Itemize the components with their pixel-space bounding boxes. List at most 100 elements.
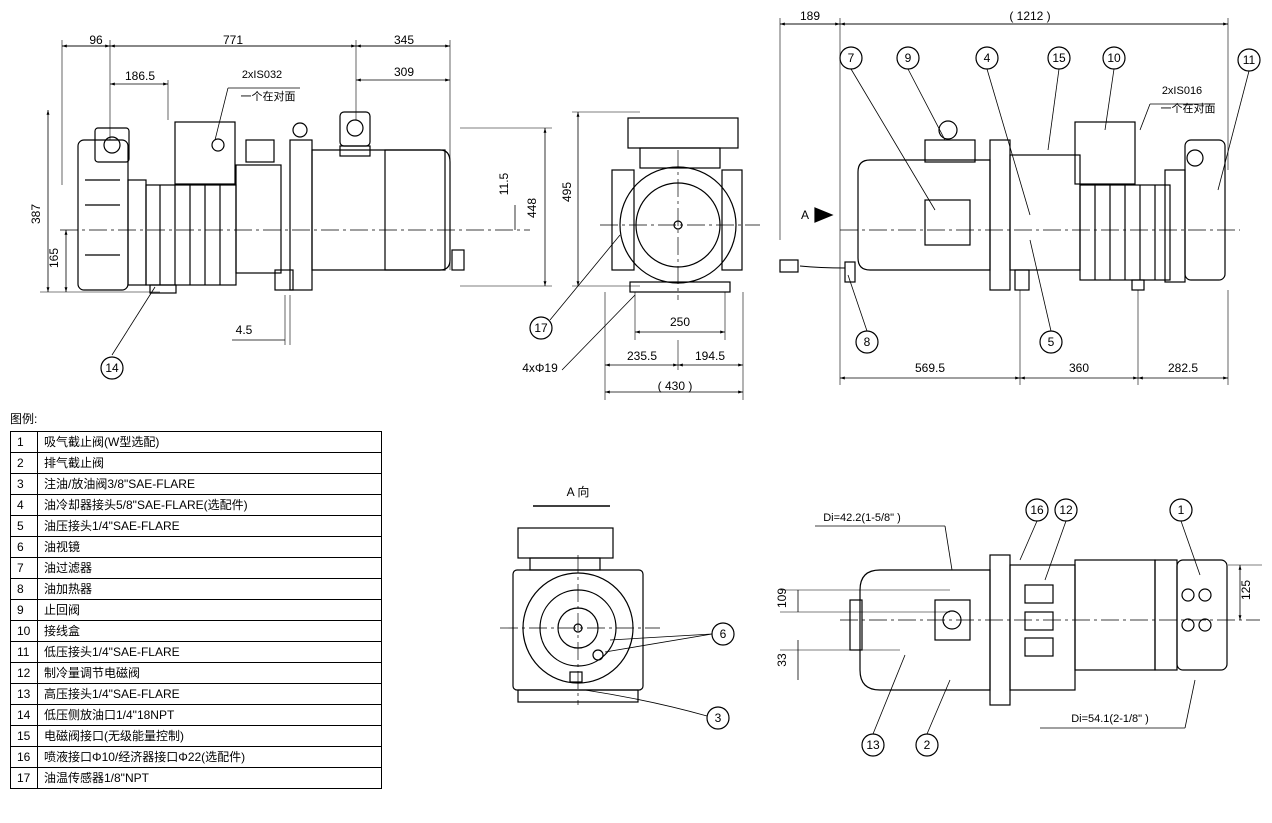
legend-text: 止回阀 [37,599,382,621]
legend-text: 低压接头1/4"SAE-FLARE [37,641,382,663]
legend-text: 制冷量调节电磁阀 [37,662,382,684]
dim-186-5: 186.5 [125,69,155,83]
dim-189: 189 [800,9,820,23]
dim-109: 109 [775,588,789,608]
callout-7: 7 [848,51,855,65]
dim-96: 96 [89,33,103,47]
legend-text: 注油/放油阀3/8"SAE-FLARE [37,473,382,495]
holes-note: 4xΦ19 [522,361,558,375]
view-a-title: A 向 [567,484,590,499]
dim-569-5: 569.5 [915,361,945,375]
dim-430: ( 430 ) [658,379,693,393]
dim-11-5: 11.5 [497,172,511,195]
legend-number: 15 [10,725,38,747]
callout-1: 1 [1178,503,1185,517]
legend-number: 14 [10,704,38,726]
legend-text: 喷液接口Φ10/经济器接口Φ22(选配件) [37,746,382,768]
legend-number: 13 [10,683,38,705]
dim-309: 309 [394,65,414,79]
legend-text: 油过滤器 [37,557,382,579]
view-a [500,505,735,730]
di-top-label: Di=42.2(1-5/8" ) [823,512,901,524]
legend-text: 高压接头1/4"SAE-FLARE [37,683,382,705]
callout-9: 9 [905,51,912,65]
note-opposite-right: 一个在对面 [1161,101,1216,115]
legend-number: 4 [10,494,38,516]
callout-8: 8 [864,335,871,349]
arrow-a-label: A [801,208,809,222]
legend-number: 1 [10,431,38,453]
callout-17: 17 [534,321,548,335]
note-opposite-left: 一个在对面 [241,89,296,103]
callout-11: 11 [1243,53,1256,67]
left-side-view [40,40,552,380]
legend-number: 6 [10,536,38,558]
callout-12: 12 [1059,503,1073,517]
legend-text: 油压接头1/4"SAE-FLARE [37,515,382,537]
legend-text: 吸气截止阀(W型选配) [37,431,382,453]
dim-771: 771 [223,33,243,47]
legend-text: 油视镜 [37,536,382,558]
legend-number: 9 [10,599,38,621]
legend-title: 图例: [10,412,38,426]
legend-text: 排气截止阀 [37,452,382,474]
callout-5: 5 [1048,335,1055,349]
legend-text: 油冷却器接头5/8"SAE-FLARE(选配件) [37,494,382,516]
dim-345: 345 [394,33,414,47]
dim-1212: ( 1212 ) [1009,9,1050,23]
callout-6: 6 [720,627,727,641]
note-is016: 2xIS016 [1162,85,1202,97]
end-view [529,111,760,400]
di-bottom-label: Di=54.1(2-1/8" ) [1071,713,1149,725]
callout-10: 10 [1107,51,1121,65]
right-side-view [779,18,1261,385]
legend-number: 11 [10,641,38,663]
legend-number: 17 [10,767,38,789]
callout-16: 16 [1030,503,1044,517]
dim-125: 125 [1239,580,1253,600]
legend-text: 低压侧放油口1/4"18NPT [37,704,382,726]
legend-number: 10 [10,620,38,642]
legend-number: 2 [10,452,38,474]
legend-number: 8 [10,578,38,600]
legend-text: 接线盒 [37,620,382,642]
legend-number: 5 [10,515,38,537]
callout-13: 13 [866,738,880,752]
legend-number: 7 [10,557,38,579]
legend-text: 油加热器 [37,578,382,600]
callout-3: 3 [715,711,722,725]
note-is032: 2xIS032 [242,69,282,81]
legend-text: 油温传感器1/8"NPT [37,767,382,789]
dim-194-5: 194.5 [695,349,725,363]
callout-4: 4 [984,51,991,65]
dim-165: 165 [47,248,61,268]
legend-number: 16 [10,746,38,768]
dim-448: 448 [525,198,539,218]
dim-360: 360 [1069,361,1089,375]
dim-282-5: 282.5 [1168,361,1198,375]
dim-495: 495 [560,182,574,202]
legend-text: 电磁阀接口(无级能量控制) [37,725,382,747]
top-view [780,498,1262,757]
callout-15: 15 [1052,51,1066,65]
dim-387: 387 [29,204,43,224]
